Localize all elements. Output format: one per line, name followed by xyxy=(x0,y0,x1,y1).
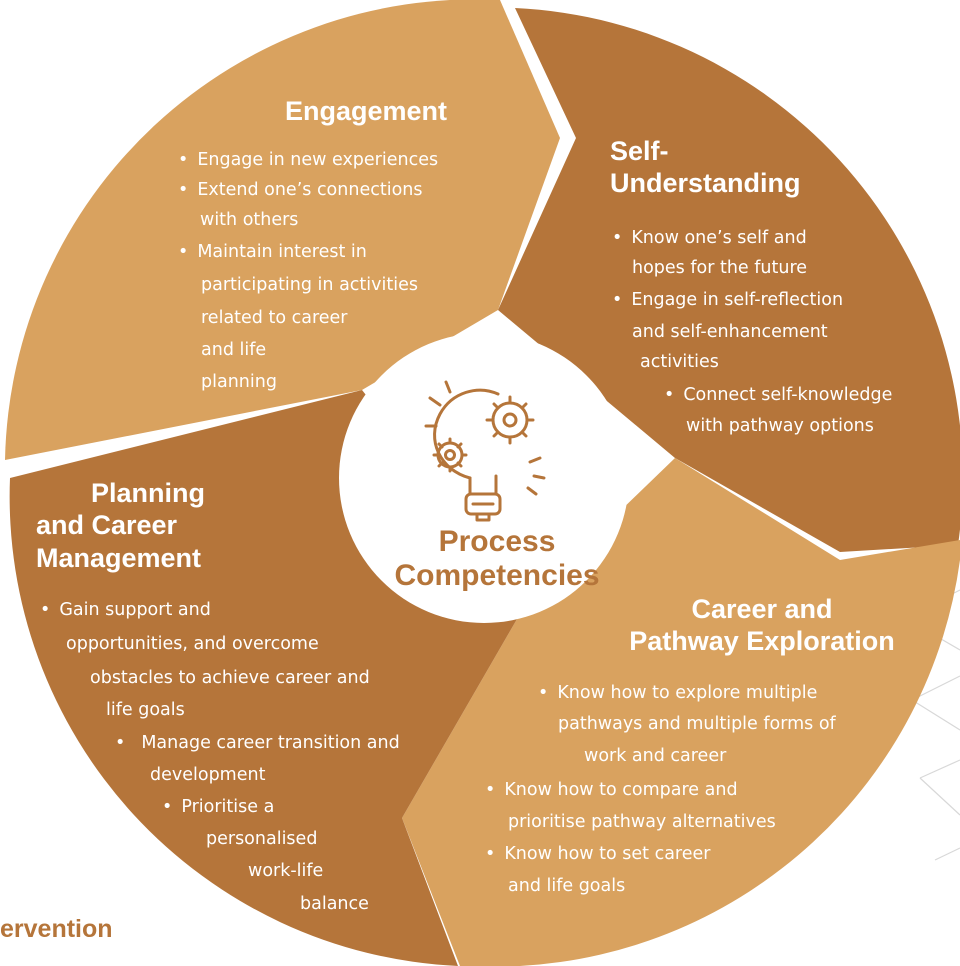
bullet-line: •Engage in new experiences xyxy=(178,150,439,170)
bullet-line: •Know how to explore multiple xyxy=(538,683,818,703)
cut-off-label: ervention xyxy=(0,915,113,943)
bullet-line: hopes for the future xyxy=(632,258,808,278)
bullet-line: prioritise pathway alternatives xyxy=(508,812,776,832)
segment-self-understanding xyxy=(498,8,960,552)
lightbulb-gears-icon xyxy=(424,380,546,522)
segment-engagement xyxy=(5,0,560,460)
self-understanding-title: Self-Understanding xyxy=(610,136,801,199)
bullet-line: and life goals xyxy=(508,876,626,896)
bullet-line: with others xyxy=(200,210,299,230)
bullet-line: •Gain support and xyxy=(40,600,211,620)
bullet-line: work and career xyxy=(584,746,727,766)
bullet-line: •Know how to set career xyxy=(485,844,711,864)
bullet-line: •Engage in self-reflection xyxy=(612,290,844,310)
bullet-line: •Know how to compare and xyxy=(485,780,738,800)
bullet-line: •Prioritise a xyxy=(162,797,275,817)
bullet-line: balance xyxy=(300,894,369,914)
bullet-line: development xyxy=(150,765,266,785)
bullet-line: related to career xyxy=(201,308,348,328)
bullet-line: work-life xyxy=(248,861,324,881)
bullet-line: planning xyxy=(201,372,277,392)
bullet-line: with pathway options xyxy=(686,416,874,436)
center-circle xyxy=(339,333,629,623)
bullet-line: and self-enhancement xyxy=(632,322,828,342)
bullet-line: obstacles to achieve career and xyxy=(90,668,370,688)
bullet-line: personalised xyxy=(206,829,318,849)
segment-career-pathway-exploration xyxy=(402,458,960,966)
bullet-line: opportunities, and overcome xyxy=(66,634,319,654)
bullet-line: •Know one’s self and xyxy=(612,228,807,248)
bullet-line: participating in activities xyxy=(201,275,418,295)
bullet-line: •Maintain interest in xyxy=(178,242,367,262)
bullet-line: life goals xyxy=(106,700,185,720)
bullet-line: and life xyxy=(201,340,267,360)
engagement-title: Engagement xyxy=(285,96,448,126)
bullet-line: activities xyxy=(640,352,719,372)
bullet-line: •Extend one’s connections xyxy=(178,180,423,200)
bullet-line: •Connect self-knowledge xyxy=(664,385,893,405)
bullet-line: •Manage career transition and xyxy=(115,733,400,753)
bullet-line: pathways and multiple forms of xyxy=(558,714,836,734)
